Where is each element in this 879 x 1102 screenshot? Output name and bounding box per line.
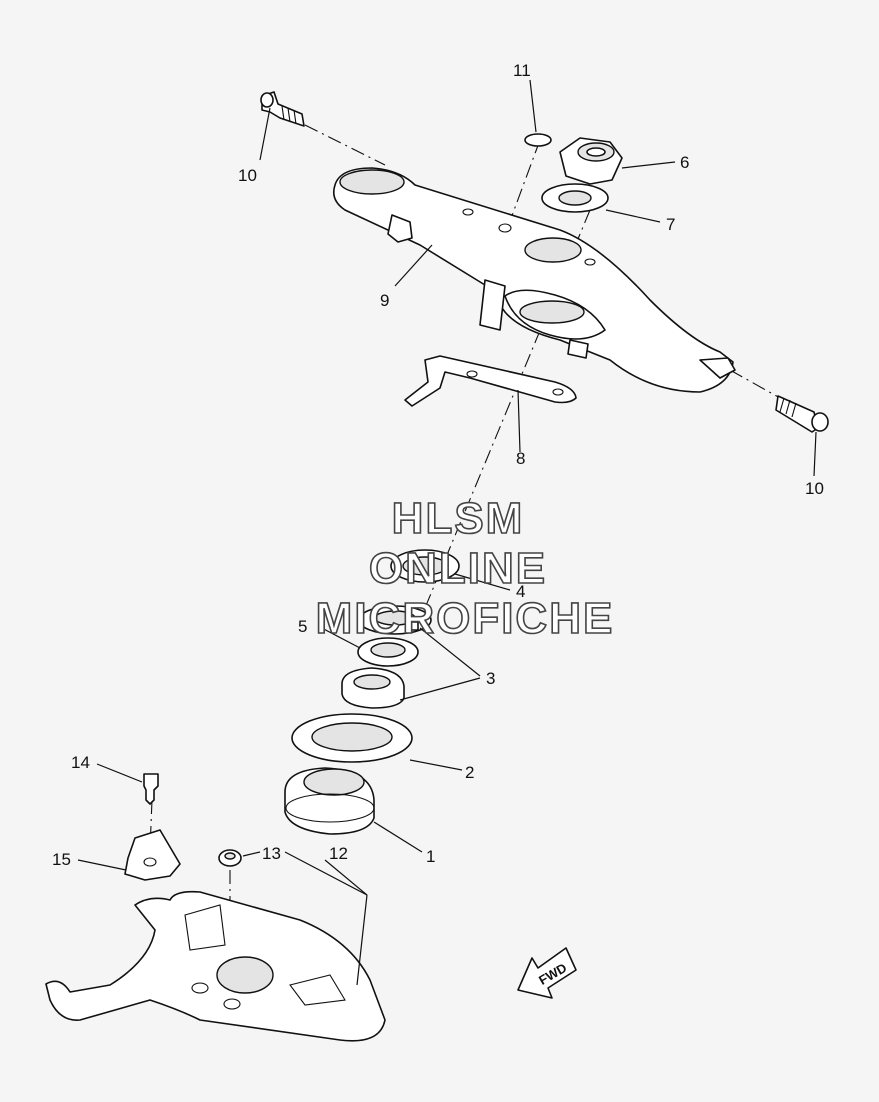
leader-lines [77,79,817,986]
bolt-right [775,395,829,433]
lower-cover [45,890,386,1042]
callout-7: 7 [666,215,675,234]
callout-11: 11 [513,61,531,80]
fastener-clip [124,829,181,881]
upper-bracket [332,167,736,393]
callout-1: 1 [426,847,435,866]
callout-2: 2 [465,763,474,782]
bolt-upper-left [260,91,305,127]
callout-15: 15 [52,850,71,869]
callout-9: 9 [380,291,389,310]
ring-nut-upper [358,605,432,635]
callout-4: 4 [516,582,525,601]
fwd-arrow: FWD [517,947,577,999]
callout-3: 3 [486,669,495,688]
ring-nut-lower [341,667,405,709]
stay-bracket [404,355,577,407]
callout-8: 8 [516,449,525,468]
callout-numbers: 11 6 10 7 9 8 10 4 5 3 2 1 14 15 13 12 [52,61,824,869]
callout-5: 5 [298,617,307,636]
ball-bearing [284,767,375,835]
rubber-washer [357,637,419,667]
push-rivet [143,773,159,805]
callout-10-upper: 10 [238,166,257,185]
watermark-line-2: ONLINE [369,544,547,593]
callout-12: 12 [329,844,348,863]
watermark-line-3: MICROFICHE [316,594,615,643]
crown-nut [559,137,623,185]
lock-washer [390,549,460,583]
watermark: HLSM ONLINE MICROFICHE [315,493,615,644]
plain-washer [541,183,609,213]
small-washer [524,133,552,147]
grommet [218,849,242,867]
callout-14: 14 [71,753,90,772]
watermark-line-1: HLSM [392,494,525,543]
callout-10-right: 10 [805,479,824,498]
callout-13: 13 [262,844,281,863]
bearing-cover [291,713,413,763]
callout-6: 6 [680,153,689,172]
